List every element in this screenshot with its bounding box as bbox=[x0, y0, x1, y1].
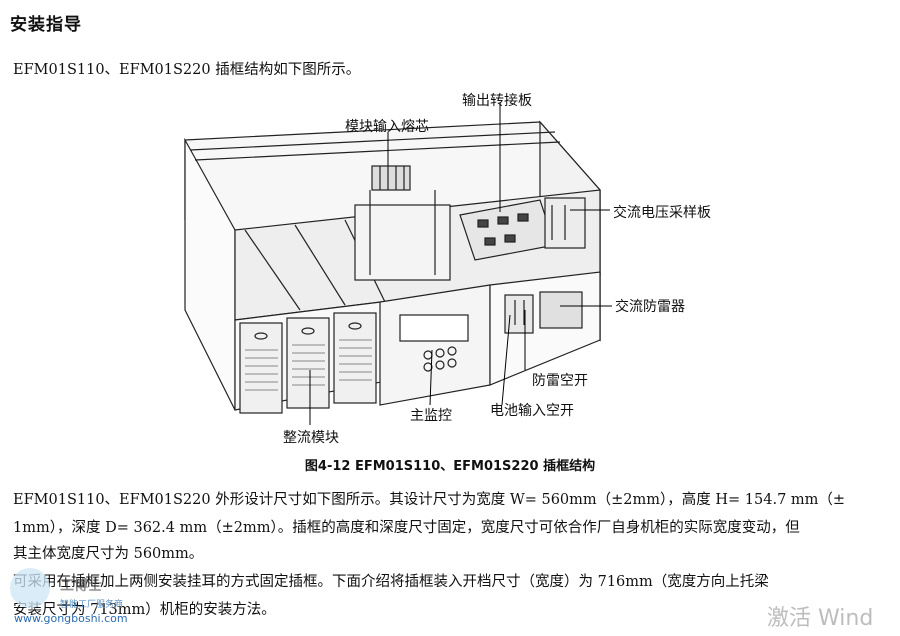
activate-windows-watermark: 激活 Wind bbox=[767, 606, 874, 631]
watermark-logo-text: 工博士 bbox=[60, 578, 102, 594]
page-heading: 安装指导 bbox=[10, 15, 82, 35]
watermark-sub: 智能工厂服务商 bbox=[60, 600, 124, 610]
structure-figure: 模块输入熔芯 输出转接板 交流电压采样板 交流防雷器 防雷空开 电池输入空开 主… bbox=[0, 80, 900, 460]
para1-line1: EFM01S110、EFM01S220 外形设计尺寸如下图所示。其设计尺寸为宽度… bbox=[13, 492, 846, 508]
para1-line2: 1mm），深度 D= 362.4 mm（±2mm）。插框的高度和深度尺寸固定，宽… bbox=[13, 520, 800, 536]
chassis-drawing bbox=[184, 102, 612, 425]
label-ac-surge: 交流防雷器 bbox=[615, 299, 685, 315]
label-battery-switch: 电池输入空开 bbox=[490, 403, 574, 419]
mascot-icon bbox=[10, 568, 50, 608]
label-output-board: 输出转接板 bbox=[462, 93, 532, 109]
para1-line3: 其主体宽度尺寸为 560mm。 bbox=[13, 546, 204, 562]
para2-line1: 可采用在插框加上两侧安装挂耳的方式固定插框。下面介绍将插框装入开档尺寸（宽度）为… bbox=[13, 574, 769, 590]
figure-caption: 图4-12 EFM01S110、EFM01S220 插框结构 bbox=[304, 459, 596, 474]
para2-line2: 安装尺寸为 713mm）机柜的安装方法。 bbox=[13, 602, 276, 618]
label-surge-switch: 防雷空开 bbox=[532, 373, 588, 389]
label-ac-sampling: 交流电压采样板 bbox=[613, 205, 711, 221]
label-fuse: 模块输入熔芯 bbox=[345, 119, 429, 135]
rectifier-modules bbox=[239, 312, 377, 414]
main-monitor-panel bbox=[379, 284, 491, 406]
label-rectifier: 整流模块 bbox=[283, 430, 339, 446]
watermark-site: www.gongboshi.com bbox=[14, 612, 128, 625]
label-main-monitor: 主监控 bbox=[410, 408, 452, 424]
intro-text: EFM01S110、EFM01S220 插框结构如下图所示。 bbox=[13, 62, 361, 78]
